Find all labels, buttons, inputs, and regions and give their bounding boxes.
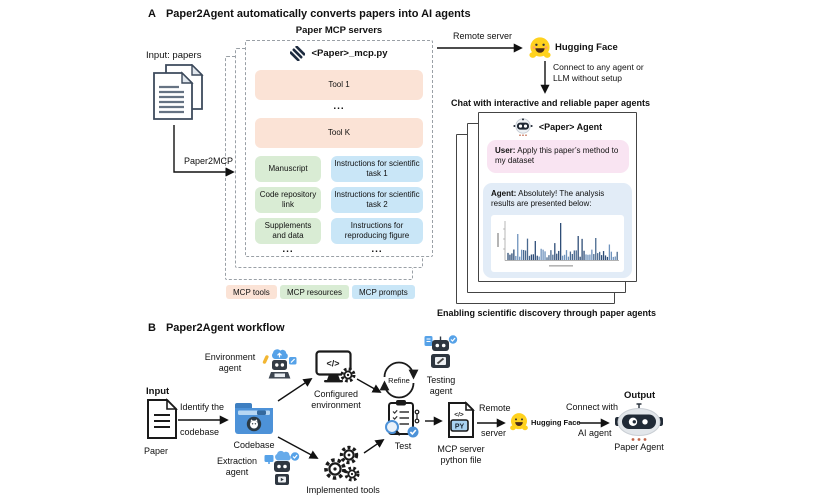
remote-line2: server — [481, 428, 507, 438]
output-label: Output — [624, 390, 656, 401]
prompt-figure-box: Instructions for reproducing figure — [331, 218, 423, 244]
mcp-file-label: MCP server python file — [437, 444, 485, 466]
paper2mcp-label: Paper2MCP — [184, 156, 234, 166]
manhattan-plot — [497, 220, 619, 267]
chat-agent-header: <Paper> Agent — [478, 117, 637, 137]
panel-b-title: B Paper2Agent workflow — [148, 322, 285, 334]
extraction-agent-label: Extraction agent — [216, 456, 258, 478]
identify-line1: Identify the — [180, 402, 225, 412]
prompts-ellipsis: ... — [371, 244, 383, 255]
remote-line1: Remote — [479, 403, 511, 413]
tools-ellipsis: ... — [333, 101, 345, 112]
panel-b-label: B — [148, 322, 156, 334]
testing-agent-icon — [424, 335, 458, 368]
chat-robot-icon — [513, 117, 533, 136]
arrow-tools-to-test — [363, 438, 385, 454]
test-label: Test — [394, 441, 412, 451]
legend-mcp-prompts: MCP prompts — [352, 285, 415, 299]
panel-a-label: A — [148, 8, 156, 20]
papers-stack-icon — [153, 64, 204, 120]
environment-agent-icon — [262, 349, 297, 379]
resource-code-repo-box: Code repository link — [255, 187, 321, 213]
testing-agent-label: Testing agent — [426, 375, 456, 397]
paper-label: Paper — [144, 446, 169, 456]
remote-server-label: Remote server — [453, 31, 513, 41]
prompt-task1-box: Instructions for scientific task 1 — [331, 156, 423, 182]
legend-mcp-tools: MCP tools — [226, 285, 277, 299]
implemented-tools-label: Implemented tools — [306, 485, 380, 495]
panel-b-title-text: Paper2Agent workflow — [165, 322, 285, 334]
panel-a-caption: Enabling scientific discovery through pa… — [437, 308, 657, 318]
svg-text:Refine: Refine — [388, 376, 410, 385]
resource-manuscript-box: Manuscript — [255, 156, 321, 182]
hugging-face-icon — [529, 37, 551, 58]
extraction-agent-icon — [264, 450, 300, 485]
resources-ellipsis: ... — [282, 244, 294, 255]
analysis-chart — [491, 214, 624, 273]
hugging-face-icon-b — [510, 413, 528, 431]
identify-line2: codebase — [180, 427, 220, 437]
codebase-label: Codebase — [233, 440, 275, 450]
resource-supplements-box: Supplements and data — [255, 218, 321, 244]
implemented-tools-icon — [324, 445, 360, 482]
panel-a-title: A Paper2Agent automatically converts pap… — [148, 8, 471, 20]
connect-line1: Connect with — [566, 402, 619, 412]
mcp-logo-icon — [290, 45, 306, 61]
mcp-python-file-icon: </> PY — [448, 401, 475, 438]
refine-cycle-icon: Refine — [379, 361, 419, 399]
hugging-face-label: Hugging Face — [555, 42, 618, 53]
agent-message-bubble: Agent: Absolutely! The analysis results … — [483, 183, 632, 279]
svg-text:</>: </> — [326, 359, 339, 369]
input-label: Input — [146, 386, 170, 397]
agent-message: Absolutely! The analysis results are pre… — [491, 189, 605, 209]
test-icon — [385, 400, 420, 438]
user-message: Apply this paper’s method to my dataset — [495, 146, 619, 166]
mcp-server-filename: <Paper>_mcp.py — [311, 47, 388, 59]
hugging-face-label-b: Hugging Face — [531, 418, 581, 427]
paper-agent-label: Paper Agent — [614, 442, 664, 452]
paper-doc-icon — [147, 398, 178, 439]
prompt-task2-box: Instructions for scientific task 2 — [331, 187, 423, 213]
tool-k-box: Tool K — [255, 118, 423, 148]
mcp-servers-heading: Paper MCP servers — [295, 25, 383, 36]
svg-text:</>: </> — [454, 412, 464, 419]
chat-agent-name: <Paper> Agent — [538, 122, 603, 132]
codebase-folder-icon — [235, 403, 273, 434]
environment-agent-label: Environment agent — [204, 352, 256, 374]
panel-a-title-text: Paper2Agent automatically converts paper… — [165, 8, 471, 20]
user-prefix: User: — [495, 146, 516, 155]
chat-heading: Chat with interactive and reliable paper… — [451, 98, 651, 108]
connect-line2: AI agent — [578, 428, 612, 438]
mcp-server-header: <Paper>_mcp.py — [245, 45, 433, 61]
configured-environment-label: Configured environment — [311, 389, 361, 411]
connect-note: Connect to any agent or LLM without setu… — [553, 62, 644, 83]
user-message-bubble: User: Apply this paper’s method to my da… — [487, 140, 629, 173]
input-papers-label: Input: papers — [146, 50, 202, 61]
svg-text:PY: PY — [455, 424, 465, 431]
configured-environment-icon: </> — [315, 350, 356, 383]
tool-1-box: Tool 1 — [255, 70, 423, 100]
paper-agent-icon — [615, 403, 663, 441]
legend-mcp-resources: MCP resources — [280, 285, 349, 299]
agent-prefix: Agent: — [491, 189, 517, 198]
